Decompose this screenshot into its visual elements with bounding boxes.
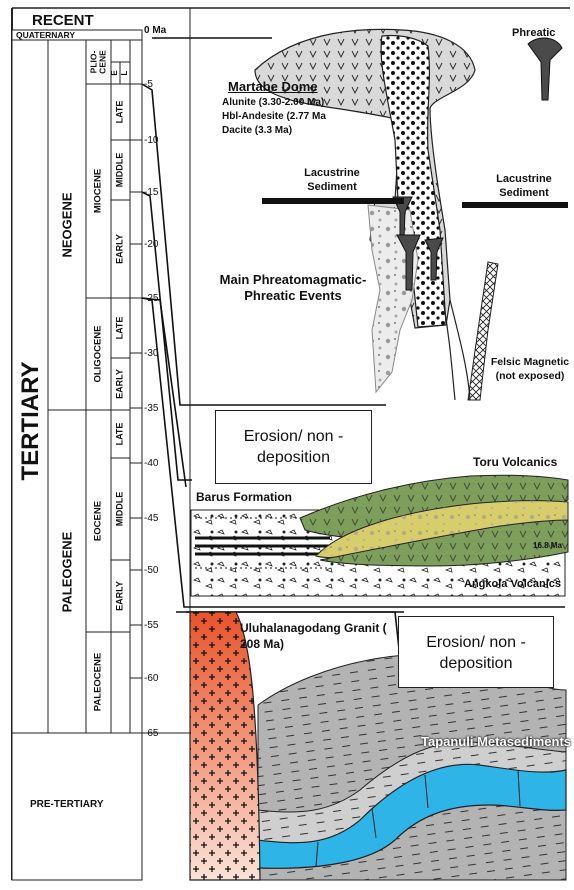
tick-label: -15 [144, 188, 158, 198]
plio-l-label: L [121, 71, 129, 76]
eocene-late-label: LATE [116, 423, 125, 446]
quaternary-label: QUATERNARY [16, 31, 75, 40]
tertiary-label: TERTIARY [19, 361, 43, 480]
tick-label: -40 [144, 459, 158, 469]
tick-label: -35 [144, 404, 158, 414]
oligocene-late-label: LATE [116, 317, 125, 340]
eocene-middle-label: MIDDLE [116, 492, 125, 527]
barus-formation-label: Barus Formation [196, 491, 292, 503]
neogene-label: NEOGENE [61, 192, 74, 257]
tick-label: -55 [144, 621, 158, 631]
granite-label: Uluhalanagodang Granit ( 208 Ma) [240, 621, 400, 652]
tick-label: -50 [144, 566, 158, 576]
eocene-early-label: EARLY [116, 581, 125, 611]
angkola-volcanics-label: Angkola Volcanics [464, 579, 561, 590]
erosion-lower-label: Erosion/ non - deposition [399, 633, 553, 675]
oligocene-early-label: EARLY [116, 369, 125, 399]
main-events-label: Main Phreatomagmatic- Phreatic Events [193, 272, 393, 305]
tick-label: -25 [144, 294, 158, 304]
martabe-dome-title: Martabe Dome [228, 80, 318, 93]
tick-label: -10 [144, 136, 158, 146]
toru-volcanics-label: Toru Volcanics [473, 456, 557, 468]
miocene-late-label: LATE [116, 101, 125, 124]
felsic-magnetic-label: Felsic Magnetic (not exposed) [488, 356, 572, 383]
oligocene-label: OLIGOCENE [93, 325, 103, 382]
martabe-line-alunite: Alunite (3.30-2.00 Ma) [222, 98, 324, 108]
tick-label: -60 [144, 674, 158, 684]
tick-label: -5 [144, 80, 153, 90]
pre-tertiary-label: PRE-TERTIARY [30, 800, 104, 810]
erosion-box-upper: Erosion/ non - deposition [215, 410, 372, 484]
erosion-box-lower: Erosion/ non - deposition [398, 616, 554, 688]
miocene-early-label: EARLY [116, 234, 125, 264]
paleocene-label: PALEOCENE [93, 653, 103, 711]
tick-label: 0 Ma [144, 26, 166, 36]
tick-label: -45 [144, 514, 158, 524]
tapanuli-label: Tapanuli Metasediments [420, 734, 572, 751]
tick-label: -30 [144, 349, 158, 359]
pliocene-label: PLIO-CENE [90, 42, 107, 82]
eocene-label: EOCENE [93, 501, 103, 541]
lacustrine-right-label: Lacustrine Sediment [474, 172, 574, 201]
phreatic-label: Phreatic [512, 28, 555, 39]
paleogene-label: PALEOGENE [61, 532, 74, 613]
plio-e-label: E [111, 70, 119, 75]
age-16-8-label: 16.8 Ma [533, 542, 562, 550]
erosion-upper-label: Erosion/ non - deposition [216, 427, 371, 469]
recent-label: RECENT [32, 13, 94, 28]
tick-label: -65 [144, 729, 158, 739]
martabe-line-andesite: Hbl-Andesite (2.77 Ma [222, 112, 326, 122]
miocene-middle-label: MIDDLE [116, 153, 125, 188]
tick-label: -20 [144, 240, 158, 250]
martabe-line-dacite: Dacite (3.3 Ma) [222, 126, 292, 136]
miocene-label: MIOCENE [93, 169, 103, 213]
lacustrine-left-label: Lacustrine Sediment [282, 166, 382, 195]
